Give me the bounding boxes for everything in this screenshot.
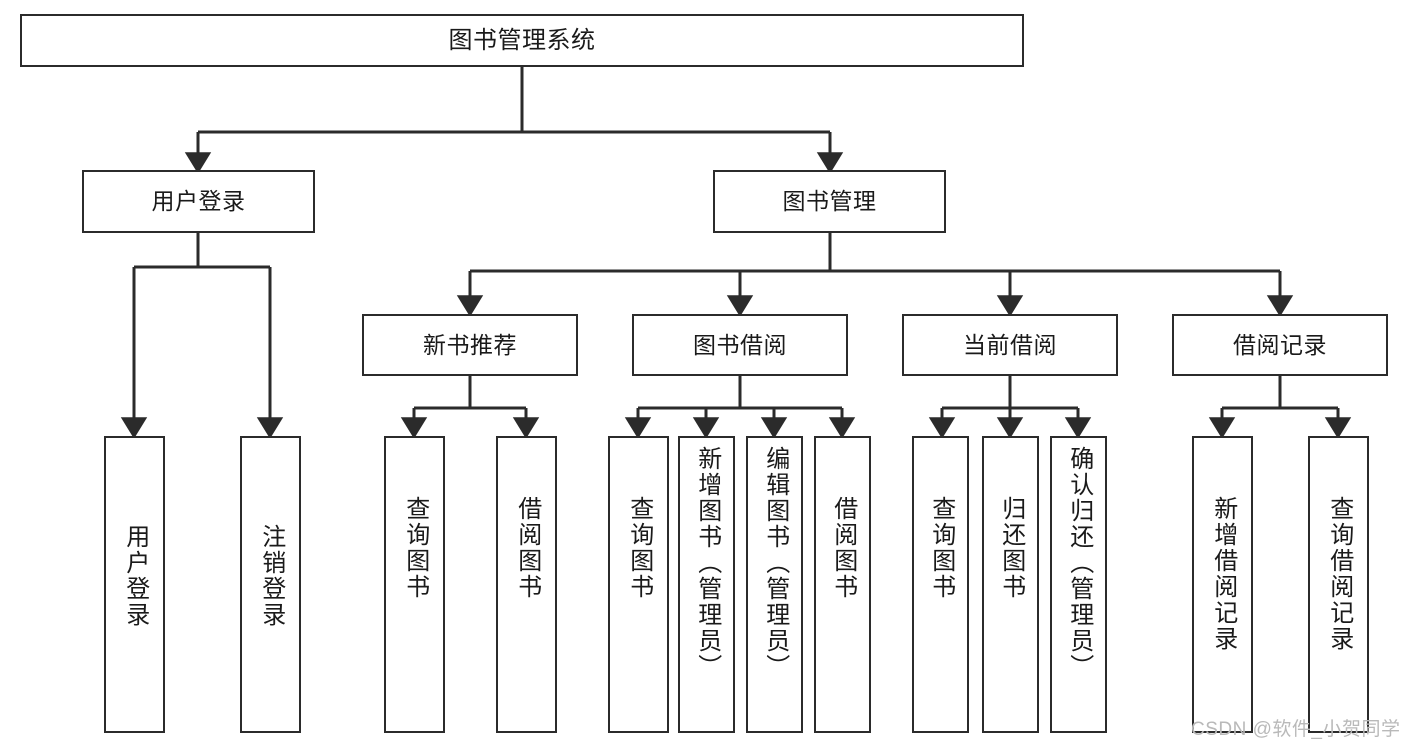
leaf-query-borrow-record[interactable]: 查询借阅记录: [1308, 436, 1369, 733]
node-root-system[interactable]: 图书管理系统: [20, 14, 1024, 67]
node-label: 新增借阅记录: [1209, 496, 1237, 652]
node-label: 借阅图书: [513, 496, 541, 600]
leaf-user-login[interactable]: 用户登录: [104, 436, 165, 733]
node-label: 确认归还（管理员）: [1065, 446, 1093, 680]
leaf-add-borrow-record[interactable]: 新增借阅记录: [1192, 436, 1253, 733]
leaf-query-book-borrow[interactable]: 查询图书: [608, 436, 669, 733]
node-new-book-recommend[interactable]: 新书推荐: [362, 314, 578, 376]
node-borrow-record[interactable]: 借阅记录: [1172, 314, 1388, 376]
node-label: 新书推荐: [423, 331, 517, 358]
leaf-borrow-book-recommend[interactable]: 借阅图书: [496, 436, 557, 733]
node-label: 借阅图书: [829, 496, 857, 600]
node-label: 查询图书: [401, 496, 429, 600]
leaf-add-book-admin[interactable]: 新增图书（管理员）: [678, 436, 735, 733]
leaf-edit-book-admin[interactable]: 编辑图书（管理员）: [746, 436, 803, 733]
leaf-return-book[interactable]: 归还图书: [982, 436, 1039, 733]
node-label: 图书管理: [782, 188, 877, 215]
node-current-borrow[interactable]: 当前借阅: [902, 314, 1118, 376]
node-label: 新增图书（管理员）: [693, 446, 721, 680]
leaf-borrow-book[interactable]: 借阅图书: [814, 436, 871, 733]
node-label: 图书管理系统: [448, 26, 596, 54]
node-user-login[interactable]: 用户登录: [82, 170, 315, 233]
leaf-logout-login[interactable]: 注销登录: [240, 436, 301, 733]
node-label: 借阅记录: [1233, 331, 1327, 358]
node-label: 用户登录: [151, 188, 246, 215]
watermark: CSDN @软件_小贺同学: [1191, 719, 1401, 740]
node-label: 查询图书: [927, 496, 955, 600]
node-label: 查询图书: [625, 496, 653, 600]
node-label: 编辑图书（管理员）: [761, 446, 789, 680]
leaf-query-book-recommend[interactable]: 查询图书: [384, 436, 445, 733]
node-label: 查询借阅记录: [1325, 496, 1353, 652]
leaf-confirm-return-admin[interactable]: 确认归还（管理员）: [1050, 436, 1107, 733]
node-label: 图书借阅: [693, 331, 787, 358]
node-label: 用户登录: [121, 524, 149, 628]
leaf-query-book-current[interactable]: 查询图书: [912, 436, 969, 733]
node-label: 归还图书: [997, 496, 1025, 600]
node-book-borrow[interactable]: 图书借阅: [632, 314, 848, 376]
node-book-management[interactable]: 图书管理: [713, 170, 946, 233]
node-label: 注销登录: [257, 524, 285, 628]
node-label: 当前借阅: [963, 331, 1057, 358]
